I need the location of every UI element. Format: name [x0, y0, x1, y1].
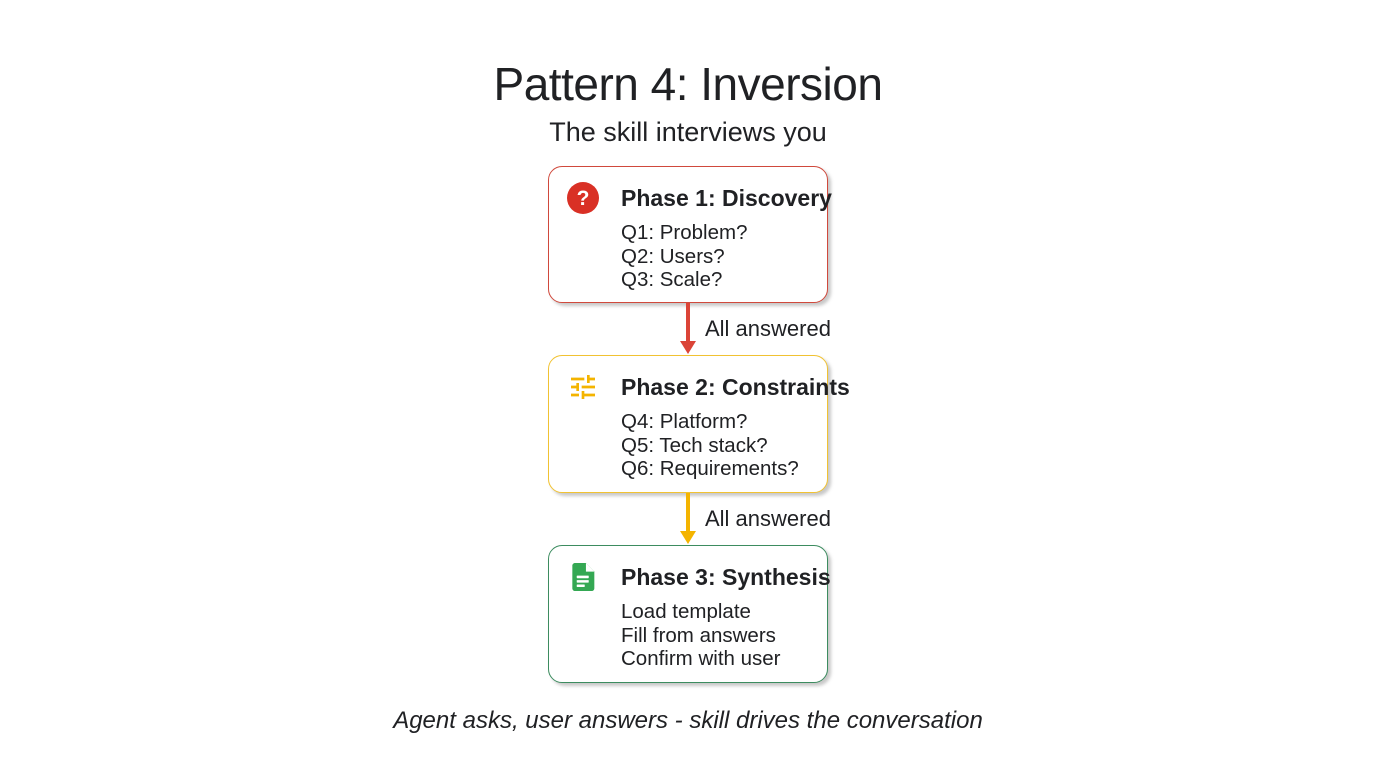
phase-header: Phase 3: Synthesis	[567, 561, 831, 593]
phase-line: Q6: Requirements?	[621, 457, 799, 480]
phase-lines: Q4: Platform? Q5: Tech stack? Q6: Requir…	[621, 410, 809, 481]
phase-header: Phase 2: Constraints	[567, 371, 850, 403]
phase-line: Q3: Scale?	[621, 268, 723, 291]
phase-line: Q1: Problem?	[621, 221, 748, 244]
phase-box-constraints: Phase 2: Constraints Q4: Platform? Q5: T…	[548, 355, 850, 493]
phase-line: Fill from answers	[621, 623, 776, 647]
phase-line: Load template	[621, 600, 751, 623]
down-arrow-icon	[680, 493, 696, 544]
page-subtitle: The skill interviews you	[549, 117, 827, 147]
phase-title: Phase 1: Discovery	[621, 185, 832, 211]
phase-header: ? Phase 1: Discovery	[567, 182, 832, 214]
phase-title: Phase 3: Synthesis	[621, 564, 831, 590]
phase-title: Phase 2: Constraints	[621, 374, 850, 400]
connector-discovery-to-constraints: All answered	[0, 303, 1376, 355]
phase-line: Q5: Tech stack?	[621, 433, 768, 457]
phase-line: Q2: Users?	[621, 244, 725, 268]
phase-lines: Load template Fill from answers Confirm …	[621, 600, 809, 671]
phase-line: Confirm with user	[621, 647, 781, 670]
page-title: Pattern 4: Inversion	[493, 58, 883, 110]
document-icon	[567, 561, 599, 593]
connector-label: All answered	[705, 316, 831, 341]
phase-line: Q4: Platform?	[621, 410, 748, 433]
phase-lines: Q1: Problem? Q2: Users? Q3: Scale?	[621, 221, 809, 292]
down-arrow-icon	[680, 303, 696, 354]
connector-constraints-to-synthesis: All answered	[0, 493, 1376, 545]
page-caption: Agent asks, user answers - skill drives …	[393, 707, 983, 734]
phase-box-synthesis: Phase 3: Synthesis Load template Fill fr…	[548, 545, 831, 683]
question-mark-icon: ?	[567, 182, 599, 214]
tune-sliders-icon	[567, 371, 599, 403]
phase-box-discovery: ? Phase 1: Discovery Q1: Problem? Q2: Us…	[548, 166, 832, 303]
connector-label: All answered	[705, 506, 831, 531]
